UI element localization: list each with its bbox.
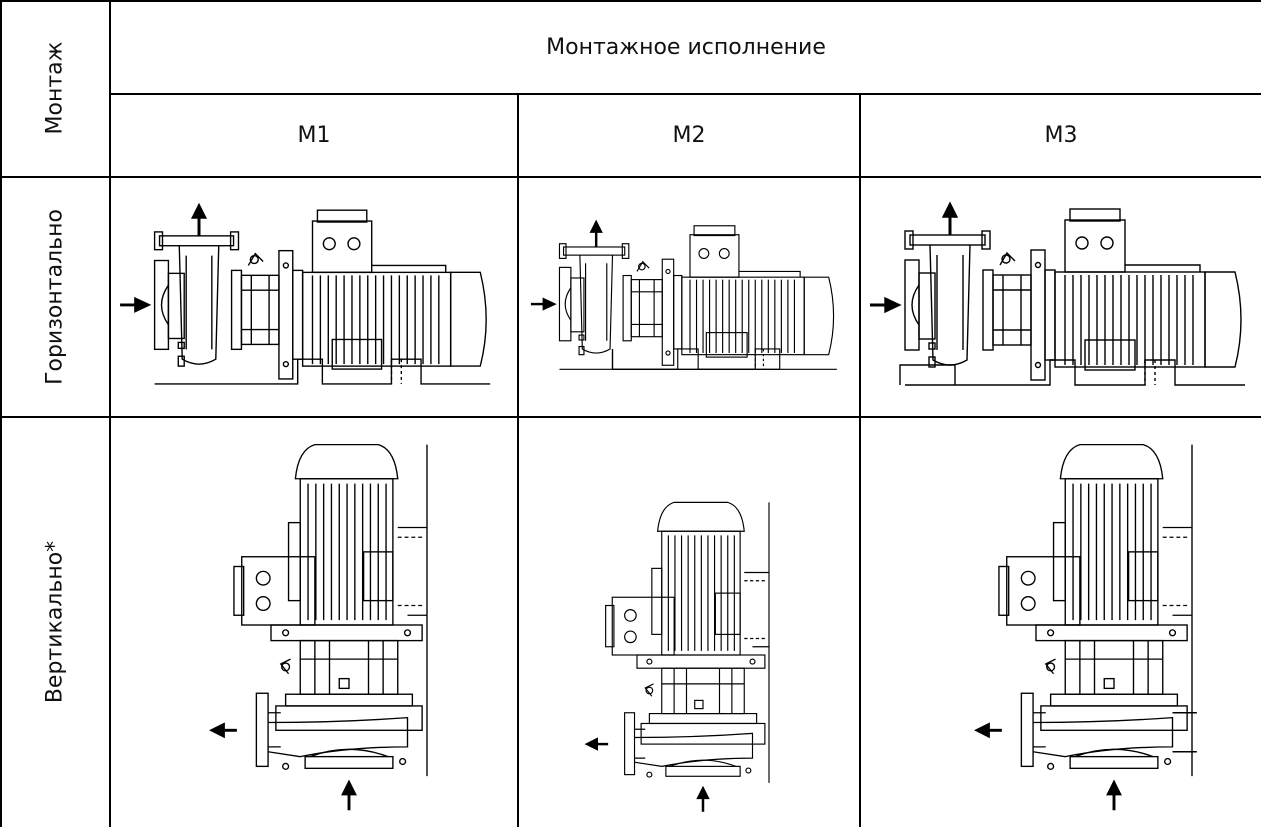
table-divider-m2-m3 xyxy=(859,94,861,827)
row-label-vertical: Вертикально* xyxy=(42,540,68,704)
corner-label: Монтаж xyxy=(42,41,68,135)
column-header-m1: M1 xyxy=(297,123,331,148)
pump-drawing-horizontal-m3 xyxy=(868,201,1247,387)
table-row-divider-horizontal xyxy=(0,416,1261,418)
pump-drawing-horizontal-m1 xyxy=(118,202,492,386)
table-divider-m1-m2 xyxy=(517,94,519,827)
pump-drawing-vertical-m1 xyxy=(209,443,429,812)
table-row-divider-header xyxy=(110,93,1261,95)
group-header: Монтажное исполнение xyxy=(546,35,826,60)
column-header-m2: M2 xyxy=(672,123,706,148)
pump-drawing-vertical-m3 xyxy=(974,443,1225,812)
table-row-divider-subheader xyxy=(0,176,1261,178)
table-border-top xyxy=(0,0,1261,2)
pump-drawing-vertical-m2 xyxy=(584,501,771,813)
column-header-m3: M3 xyxy=(1044,123,1078,148)
row-label-horizontal: Горизонтально xyxy=(42,209,68,385)
table-border-left xyxy=(0,0,2,827)
table-divider-first-col xyxy=(109,0,111,827)
pump-drawing-horizontal-m2 xyxy=(529,219,839,371)
